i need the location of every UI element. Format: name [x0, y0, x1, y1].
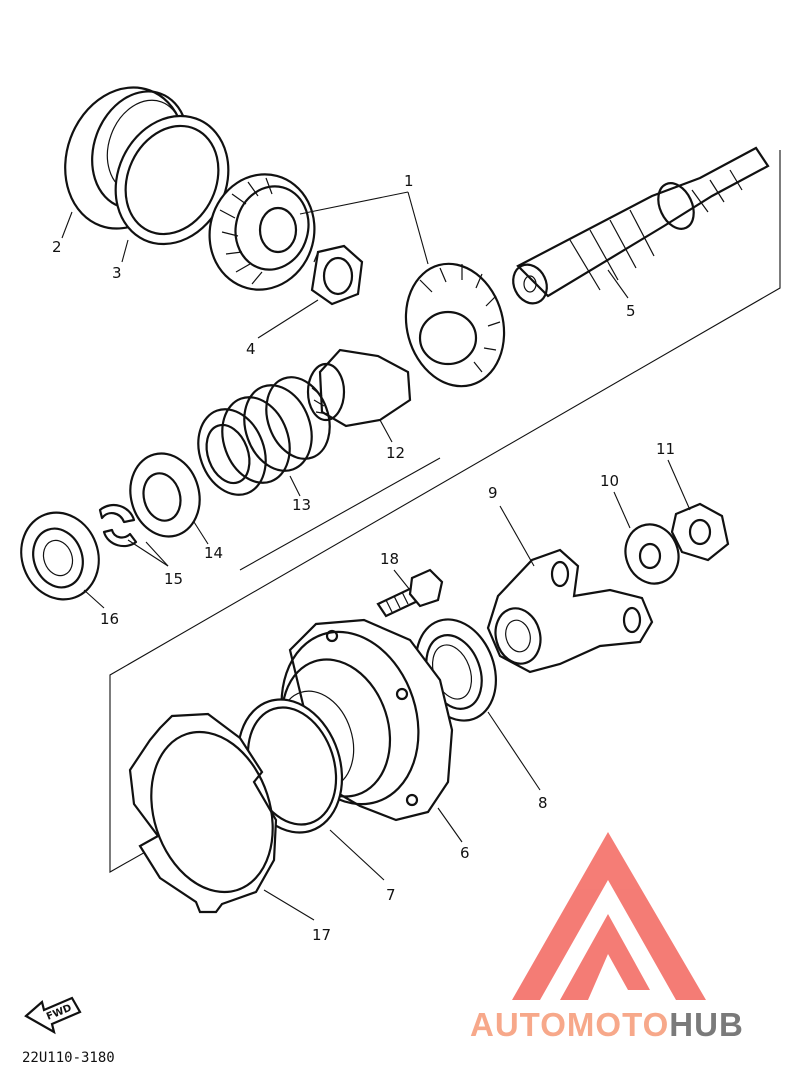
watermark-logo-icon: [512, 832, 706, 1000]
callout-1: 1: [404, 172, 414, 190]
callout-17: 17: [312, 926, 331, 944]
leader-lines: [61, 191, 691, 921]
watermark-hub: HUB: [669, 1006, 744, 1043]
fwd-arrow-icon: FWD: [24, 996, 82, 1035]
part-16-bearing: [20, 511, 100, 601]
watermark-moto: MOTO: [566, 1006, 670, 1043]
callout-5: 5: [626, 302, 636, 320]
part-14-washer: [129, 452, 201, 538]
callout-15: 15: [164, 570, 183, 588]
part-13-spring: [197, 376, 331, 496]
part-15-circlip: [98, 503, 138, 548]
callout-9: 9: [488, 484, 498, 502]
part-11-nut: [670, 502, 730, 562]
callout-6: 6: [460, 844, 470, 862]
callout-8: 8: [538, 794, 548, 812]
part-9-yoke: [486, 548, 654, 674]
part-4-nut: [310, 244, 364, 306]
part-1-bevel-gear-rear: [404, 262, 506, 388]
callout-18: 18: [380, 550, 399, 568]
part-17-shim-plate: [128, 712, 278, 914]
callout-16: 16: [100, 610, 119, 628]
part-10-washer: [624, 523, 680, 585]
callout-numbers: 1 2 3 4 5 6 7 8 9 10 11 12 13 14 15 16 1…: [52, 172, 675, 944]
callout-13: 13: [292, 496, 311, 514]
diagram-code: 22U110-3180: [22, 1050, 115, 1066]
callout-12: 12: [386, 444, 405, 462]
callout-7: 7: [386, 886, 396, 904]
callout-11: 11: [656, 440, 675, 458]
watermark-text: AUTOMOTOHUB: [470, 1006, 744, 1044]
callout-4: 4: [246, 340, 256, 358]
callout-10: 10: [600, 472, 619, 490]
part-5-shaft: [512, 146, 770, 305]
part-1-bevel-gear-front: [208, 173, 316, 291]
callout-14: 14: [204, 544, 223, 562]
callout-3: 3: [112, 264, 122, 282]
part-12-sleeve: [306, 348, 412, 428]
callout-2: 2: [52, 238, 62, 256]
watermark-auto: AUTO: [470, 1006, 567, 1043]
part-18-bolt: [376, 568, 444, 618]
